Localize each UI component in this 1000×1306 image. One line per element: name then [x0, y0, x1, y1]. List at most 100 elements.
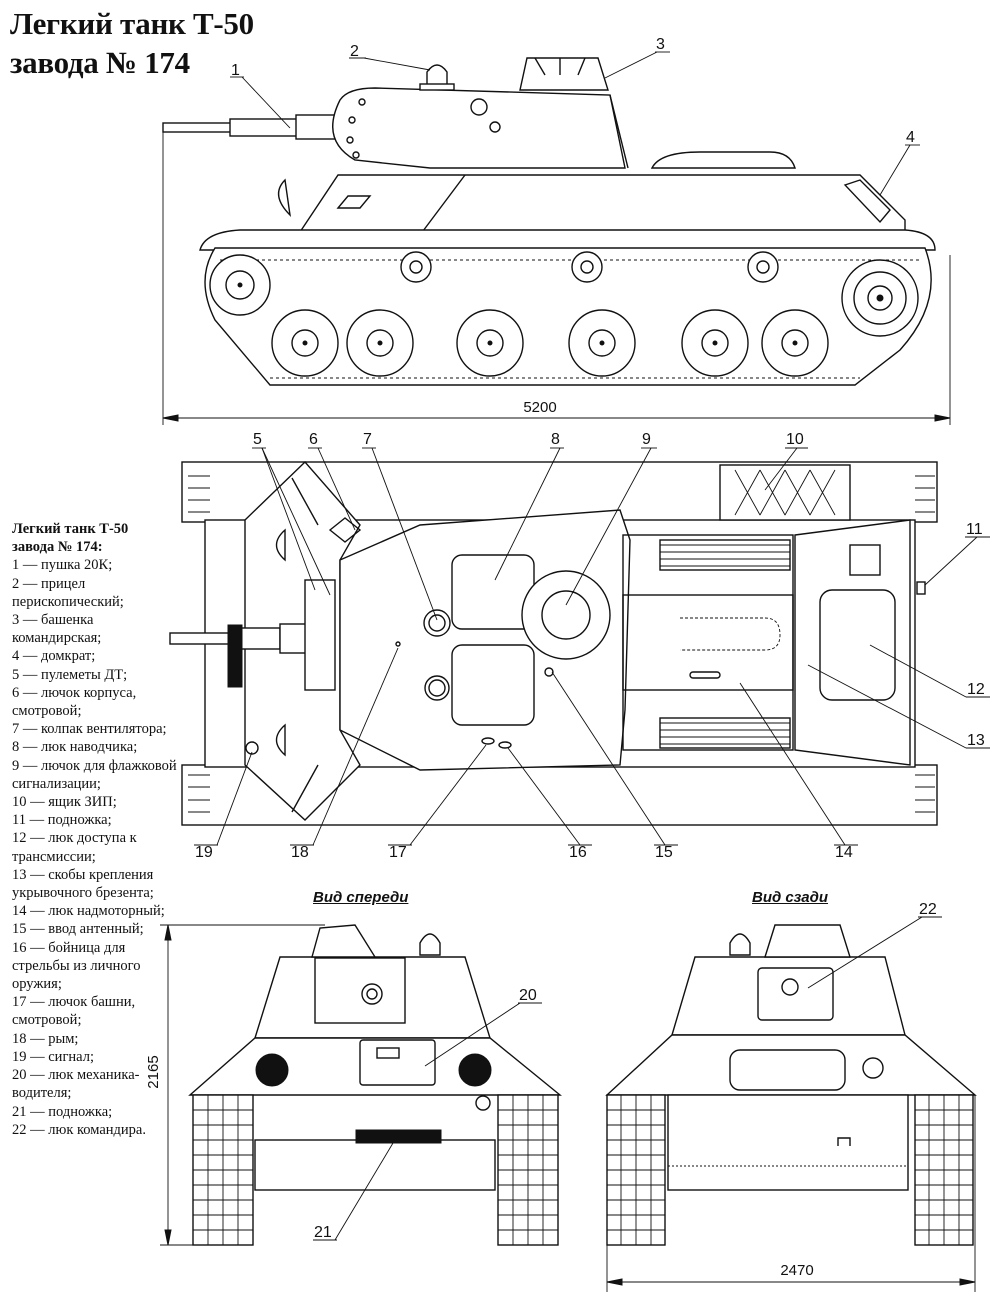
rear-hull: [605, 1034, 977, 1096]
gun-mantlet: [229, 118, 299, 137]
legend-item: 14 — люк надмоторный;: [12, 903, 165, 920]
callout-11: 11: [966, 521, 983, 538]
legend-item: 22 — люк командира.: [12, 1121, 146, 1138]
jack: [843, 179, 891, 224]
callout-18: 18: [291, 844, 309, 861]
callout-4: 4: [906, 129, 915, 146]
commander-hatch: [757, 967, 834, 1021]
arrow-left-width: [606, 1278, 623, 1286]
commander-cupola-top: [521, 570, 611, 660]
legend: Легкий танк Т-50 завода № 174: 1 — пушка…: [12, 520, 182, 1139]
horn-signal: [245, 741, 259, 755]
transmission-hatch: [819, 589, 896, 701]
legend-item: 3 — башенка командирская;: [12, 612, 102, 647]
title-line-1: Легкий танк Т-50: [10, 6, 254, 41]
rear-sight: [729, 933, 751, 956]
headlight-top-right: [275, 723, 286, 757]
callout-1: 1: [231, 62, 240, 79]
legend-item: 13 — скобы крепления укрывочного брезент…: [12, 866, 154, 902]
legend-item: 9 — лючок для флажковой сигнализации;: [12, 757, 177, 792]
legend-heading-1: Легкий танк Т-50: [12, 521, 129, 537]
rear-exhaust: [862, 1057, 884, 1079]
legend-heading-2: завода № 174:: [12, 539, 103, 556]
headlight: [277, 178, 291, 217]
driver-hatch: [359, 1039, 436, 1086]
fender: [199, 229, 936, 251]
dimension-height: 2165: [145, 1055, 162, 1088]
legend-item: 7 — колпак вентилятора;: [12, 721, 167, 738]
legend-item: 18 — рым;: [12, 1030, 79, 1047]
title-line-2: завода № 174: [10, 45, 190, 80]
legend-item: 11 — подножка;: [12, 812, 112, 829]
periscopic-sight: [426, 64, 448, 86]
callout-3: 3: [656, 36, 665, 53]
arrow-right: [934, 414, 951, 422]
rear-plate: [794, 519, 911, 766]
legend-item: 2 — прицел перископический;: [12, 575, 124, 610]
turret-port-small: [489, 121, 501, 133]
side-view: 5200: [162, 36, 951, 425]
front-view-title: Вид спереди: [313, 889, 409, 906]
return-rollers: [400, 251, 779, 283]
gun-mantlet-top: [304, 579, 336, 691]
dimension-length: 5200: [523, 399, 556, 416]
callout-14: 14: [835, 844, 853, 861]
legend-item: 4 — домкрат;: [12, 648, 96, 665]
rear-view-title: Вид сзади: [752, 889, 829, 906]
lifting-eye: [395, 641, 401, 647]
front-mantlet: [314, 957, 406, 1024]
dimension-width: 2470: [780, 1262, 813, 1279]
front-headlight-left: [255, 1053, 289, 1087]
callout-9: 9: [642, 431, 651, 448]
front-step: [355, 1129, 442, 1144]
legend-item: 21 — подножка;: [12, 1103, 113, 1120]
legend-item: 5 — пулеметы ДТ;: [12, 666, 128, 683]
turret-port: [470, 98, 488, 116]
callout-16: 16: [569, 844, 587, 861]
hull-hatch: [336, 195, 372, 209]
tow-hook: [227, 624, 243, 688]
turret: [332, 87, 626, 169]
callout-20: 20: [519, 987, 537, 1004]
rear-view: 2470 22: [605, 901, 977, 1292]
exhaust: [849, 544, 881, 576]
hull-hatch-top: [328, 517, 362, 543]
arrow-up: [164, 924, 172, 941]
callout-19: 19: [195, 844, 213, 861]
headlight-top-left: [275, 528, 286, 562]
engine-hatch: [622, 594, 794, 691]
gun-top: [169, 632, 231, 645]
rear-tow-hook: [837, 1137, 851, 1146]
front-lower-plate: [254, 1139, 496, 1191]
rear-cupola: [764, 924, 851, 958]
hull-upper: [299, 174, 906, 236]
front-headlight-right: [458, 1053, 492, 1087]
road-wheels: [271, 309, 829, 377]
gun-sleeve: [295, 114, 337, 140]
vision-port: [481, 737, 495, 745]
engine-grille: [650, 151, 796, 169]
grille-top: [659, 539, 791, 571]
callout-15: 15: [655, 844, 673, 861]
front-cupola: [311, 924, 377, 958]
gun-barrel: [162, 122, 234, 133]
legend-item: 6 — лючок корпуса, смотровой;: [12, 684, 137, 720]
front-sight: [419, 933, 441, 956]
front-view: 2165 20 21: [145, 924, 562, 1246]
callout-10: 10: [786, 431, 804, 448]
arrow-left: [162, 414, 179, 422]
legend-item: 1 — пушка 20К;: [12, 557, 113, 574]
legend-item: 20 — люк механика-водителя;: [12, 1067, 140, 1102]
callout-5: 5: [253, 431, 262, 448]
top-view: 5 6 7 8 9 10 11 12 13 14 15 16 17 18 19: [169, 431, 990, 861]
callout-13: 13: [967, 732, 985, 749]
legend-item: 8 — люк наводчика;: [12, 739, 138, 756]
grille-bottom: [659, 717, 791, 749]
legend-item: 10 — ящик ЗИП;: [12, 794, 117, 811]
legend-item: 17 — лючок башни, смотровой;: [12, 994, 136, 1029]
legend-item: 12 — люк доступа к трансмиссии;: [12, 830, 137, 865]
pistol-port: [498, 741, 512, 749]
legend-item: 19 — сигнал;: [12, 1048, 94, 1065]
legend-item: 16 — бойница для стрельбы из личного ору…: [12, 939, 141, 993]
page-title: Легкий танк Т-50 завода № 174: [10, 4, 254, 82]
